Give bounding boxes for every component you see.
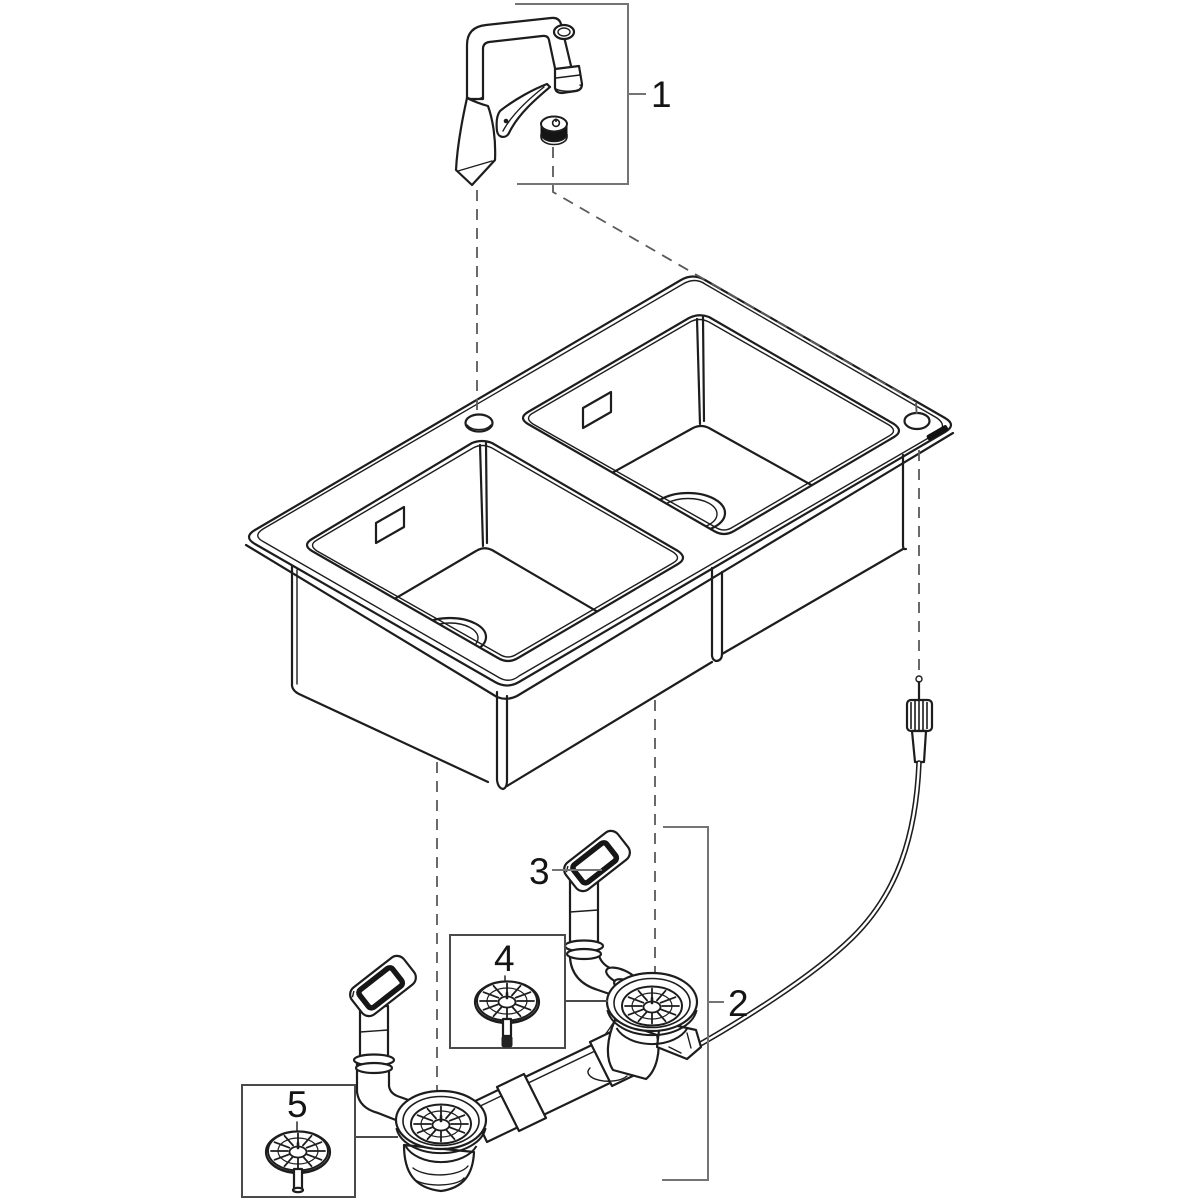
callout-1: 1 <box>515 3 672 185</box>
right-bowl-overflow-slot <box>581 390 613 430</box>
kitchen-faucet <box>454 16 584 187</box>
drain-waste-assembly <box>347 827 703 1193</box>
deck-outline <box>247 275 953 687</box>
faucet-handle-lever <box>495 82 552 138</box>
callout-1-number: 1 <box>651 74 672 115</box>
select-button-knob <box>540 115 568 146</box>
callout-4-number: 4 <box>494 938 515 979</box>
bowden-cable <box>685 675 934 1054</box>
left-bowl-overflow-slot <box>374 505 406 545</box>
basket-stem <box>501 1017 513 1038</box>
faucet-mount-hole <box>464 413 494 433</box>
part-4-frame <box>449 934 566 1049</box>
callout-3: 3 <box>529 851 602 892</box>
assembly-guide-lines <box>436 147 920 1100</box>
power-icon <box>551 118 561 128</box>
sink-apron <box>290 453 908 791</box>
callout-5-number: 5 <box>287 1084 308 1125</box>
callout-2-bracket <box>662 826 709 1181</box>
callout-2: 2 <box>662 826 749 1181</box>
left-overflow-standpipe <box>347 952 420 1126</box>
spray-head-button <box>552 23 576 41</box>
strainer-basket-plain <box>264 1130 332 1194</box>
right-bowl-rim <box>521 314 901 536</box>
left-strainer <box>396 1091 486 1193</box>
left-bowl-rim-inner <box>311 444 679 658</box>
callout-2-number: 2 <box>728 983 749 1024</box>
callout-4-box: 4 <box>449 934 608 1049</box>
handle-pivot-pin <box>503 118 509 124</box>
right-strainer <box>587 973 703 1082</box>
hansgrohe-logo-badge <box>926 425 949 441</box>
callout-3-number: 3 <box>529 851 550 892</box>
faucet-base-cone <box>454 96 497 187</box>
basket-stem-plain <box>292 1167 304 1191</box>
faucet-aerator <box>553 64 584 95</box>
sink-body <box>244 275 955 791</box>
basket-threaded-tip <box>501 1035 513 1048</box>
part-5-frame <box>241 1084 356 1198</box>
left-strainer-cup <box>402 1143 476 1193</box>
pipe-sleeve-left <box>495 1072 548 1133</box>
callout-5-box: 5 <box>241 1084 398 1198</box>
strainer-basket-threaded <box>473 980 541 1048</box>
